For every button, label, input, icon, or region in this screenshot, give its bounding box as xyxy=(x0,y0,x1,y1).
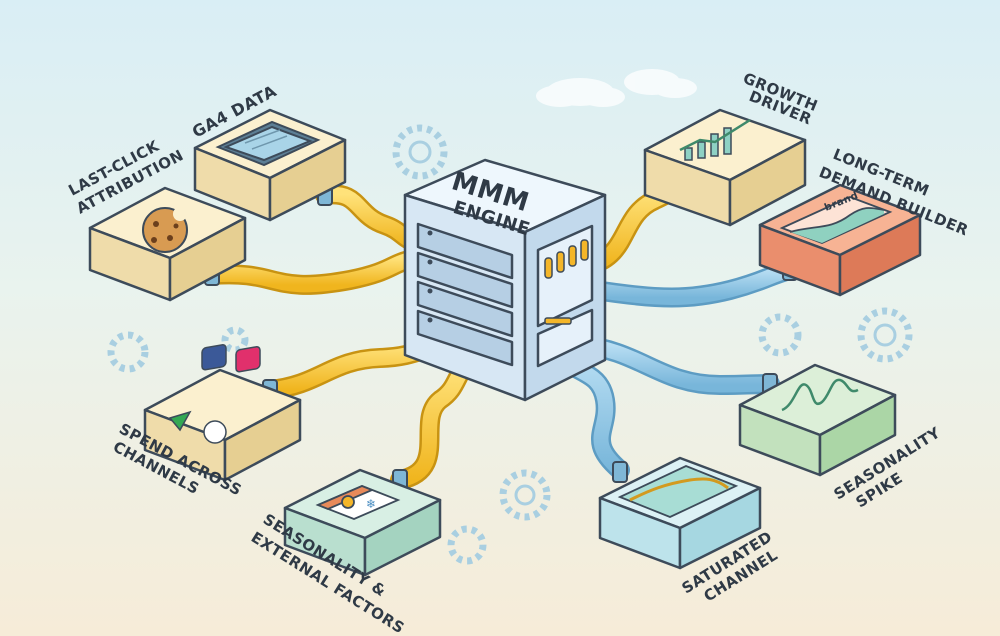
gear-hub xyxy=(408,140,897,506)
channel-icons xyxy=(168,344,261,444)
weather-calendar-icon: ❄ xyxy=(315,485,401,520)
bar-chart-icon xyxy=(679,118,751,161)
saturation-curve-icon xyxy=(617,465,739,518)
cloud-right xyxy=(624,69,697,98)
cloud-left xyxy=(536,78,625,107)
engine-leds xyxy=(544,239,589,325)
svg-text:❄: ❄ xyxy=(366,497,376,511)
spike-curve-icon xyxy=(781,378,859,412)
mmm-engine xyxy=(403,158,607,402)
seasonality-spike-box xyxy=(738,363,897,477)
demand-curve-icon xyxy=(779,196,893,244)
engine-slot-dots xyxy=(427,230,433,323)
tablet-icon xyxy=(215,120,321,167)
cookie-icon xyxy=(142,207,188,253)
long-term-demand-box xyxy=(758,183,922,297)
gear-icon xyxy=(107,124,913,565)
